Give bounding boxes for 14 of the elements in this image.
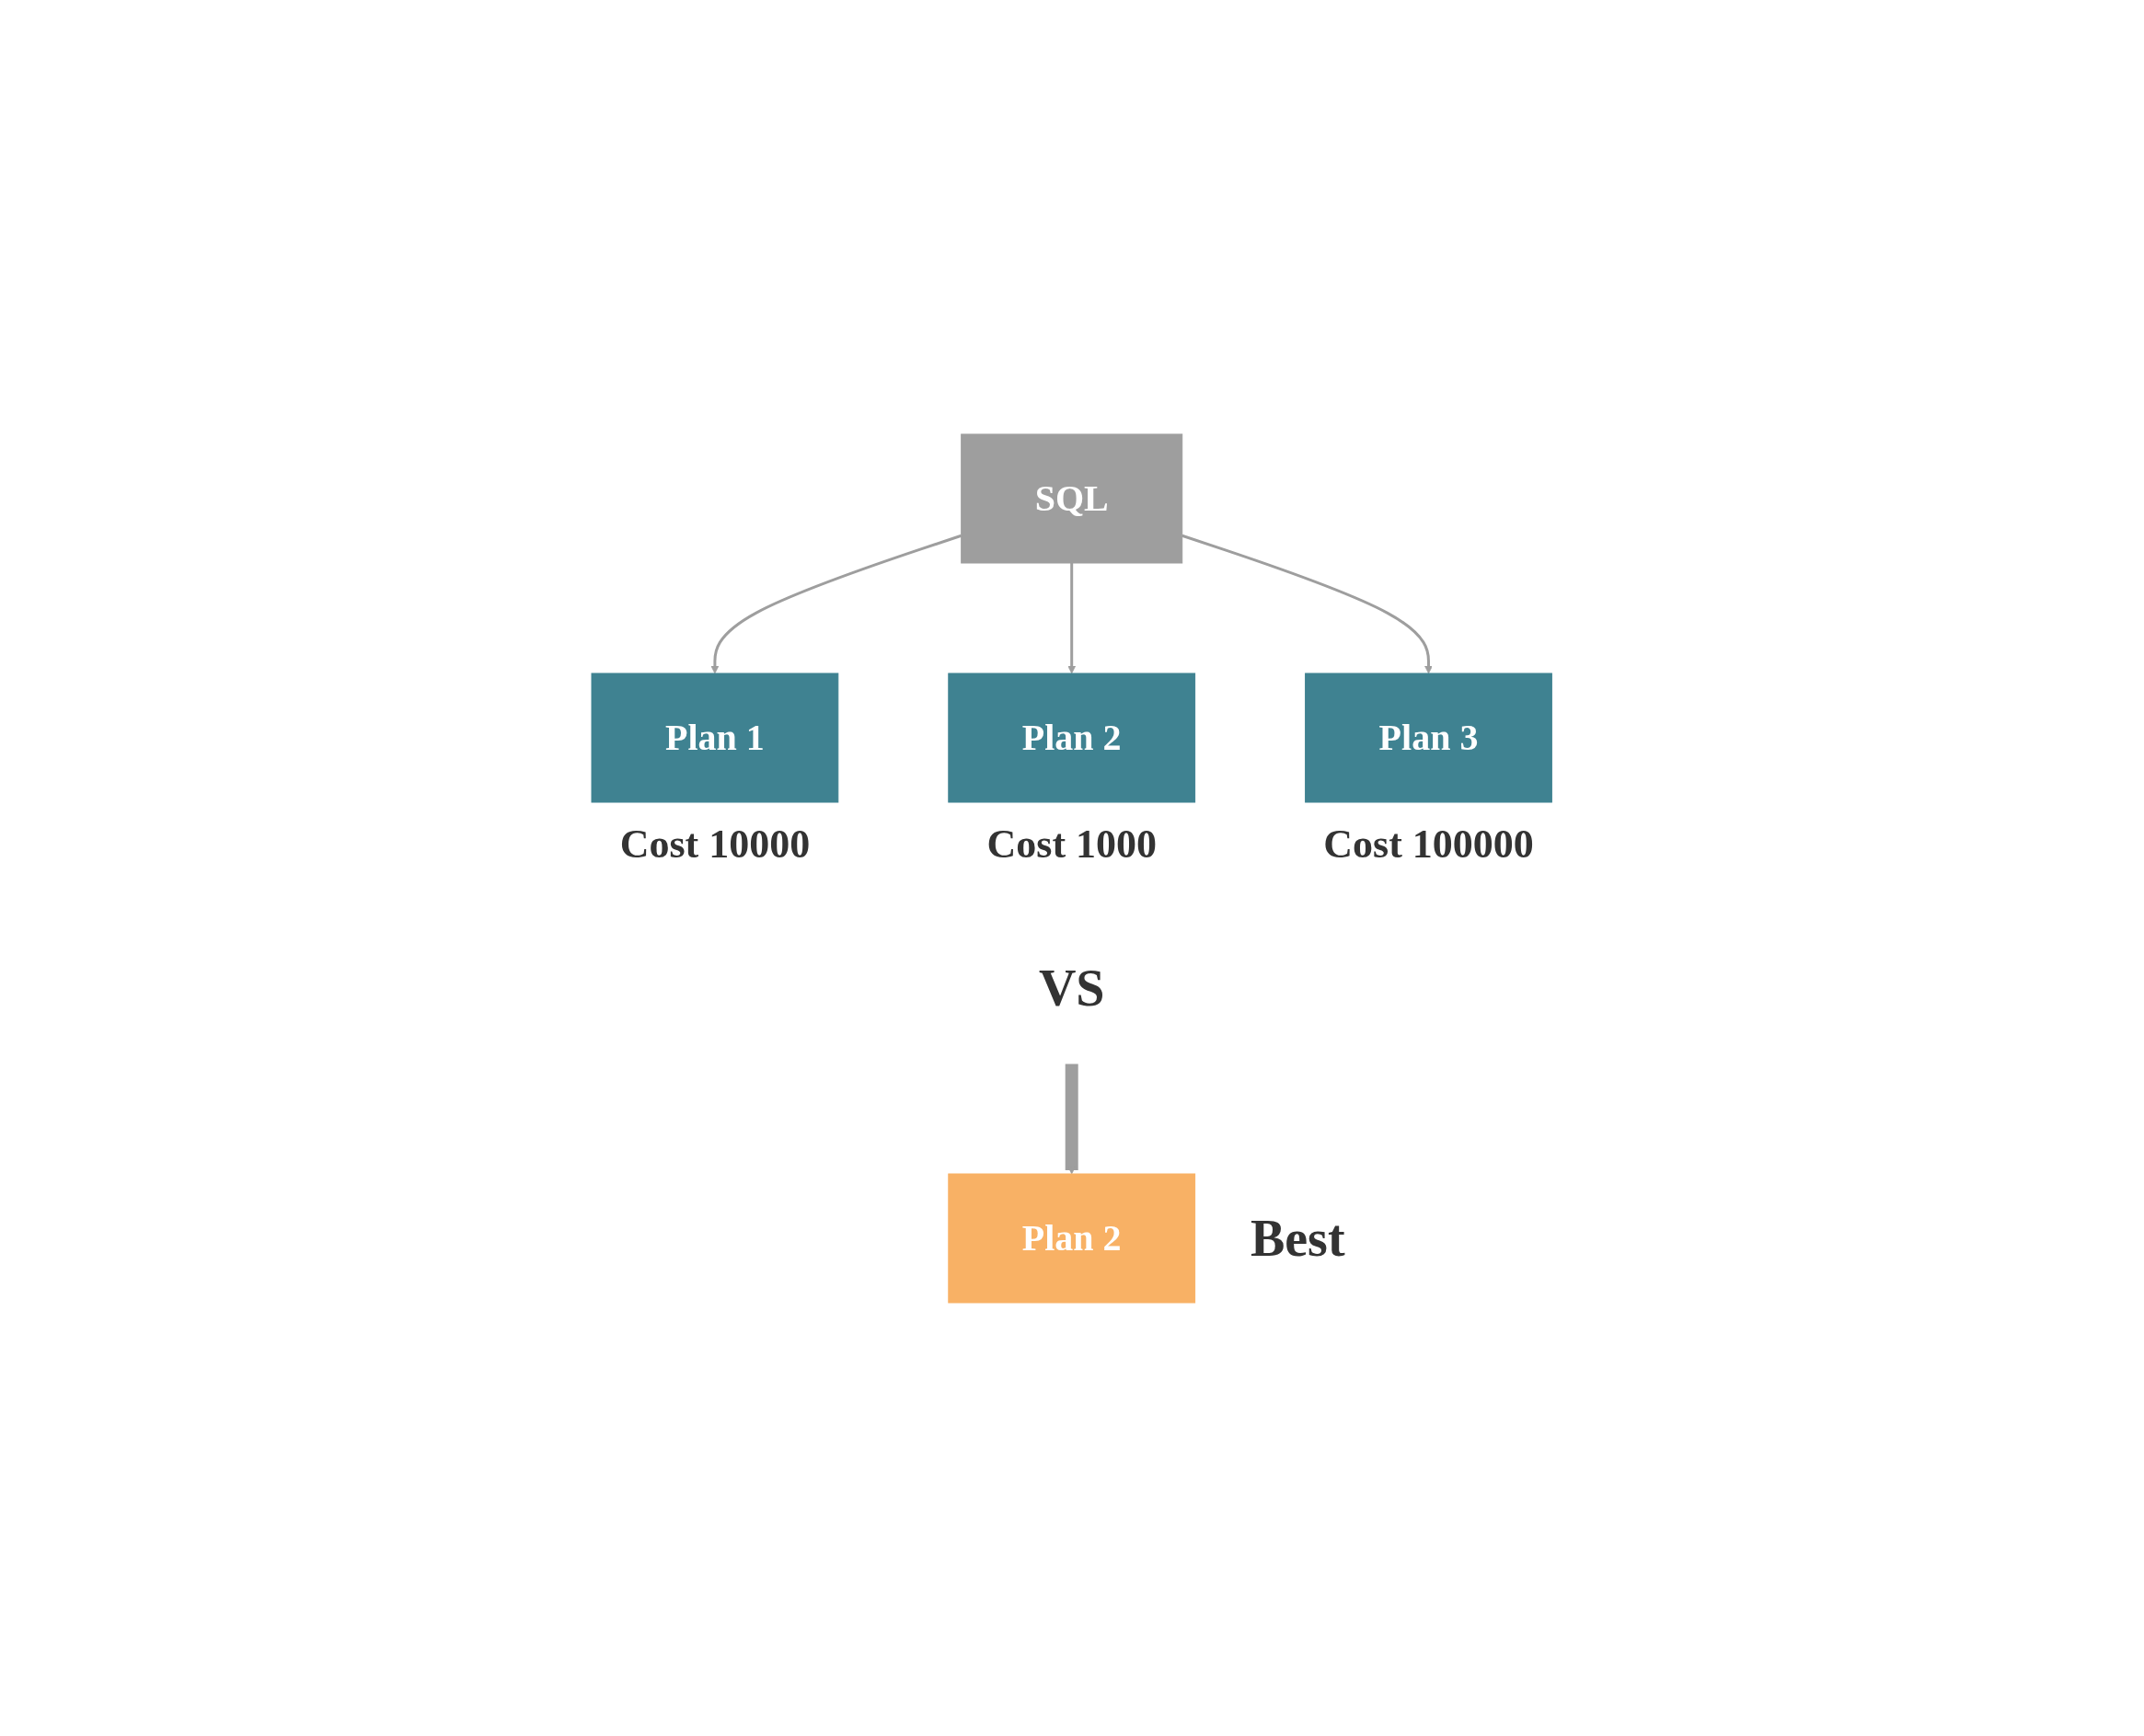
cost-label: Cost 1000 <box>986 820 1158 868</box>
node-box: Plan 3 <box>1305 673 1553 802</box>
cost-label: Best <box>1250 1208 1345 1268</box>
cost-label: Cost 10000 <box>619 820 811 868</box>
node-text: VS <box>1039 959 1105 1017</box>
arrow <box>1182 534 1434 673</box>
node-box: Plan 2 <box>948 673 1196 802</box>
node-box: Plan 2 <box>948 1173 1196 1303</box>
node-box: SQL <box>961 433 1183 563</box>
arrow <box>1066 1063 1078 1174</box>
cost-label: Cost 100000 <box>1323 820 1534 868</box>
node-box: Plan 1 <box>591 673 839 802</box>
arrow <box>1067 562 1077 673</box>
arrow <box>710 534 962 673</box>
